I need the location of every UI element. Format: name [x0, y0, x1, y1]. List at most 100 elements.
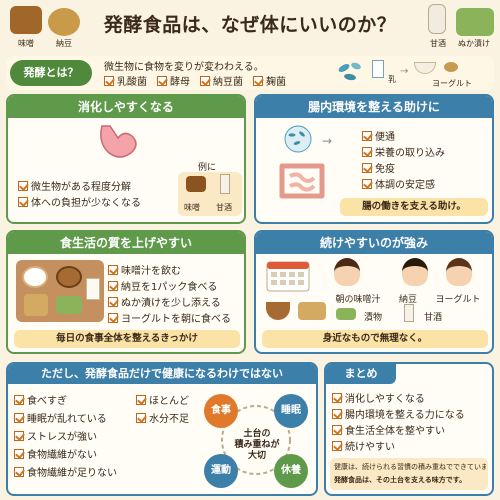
milk-label: 乳 — [388, 75, 396, 84]
check-icon — [14, 449, 24, 459]
check-icon — [108, 313, 118, 323]
panel-band: 腸の働きを支える助け。 — [340, 198, 488, 216]
panel-title: 続けやすいのが強み — [256, 232, 492, 254]
check-icon — [362, 131, 372, 141]
list-item: 続けやすい — [332, 438, 395, 453]
calendar-icon — [266, 261, 310, 292]
header-food-label: ぬか漬け — [458, 39, 490, 48]
natto-pack-icon — [298, 302, 326, 320]
soybean-icon — [444, 62, 458, 72]
header: 味噌 納豆 発酵食品は、なぜ体にいいのか？ 甘酒 ぬか漬け — [0, 0, 500, 52]
panel-band: 毎日の食事全体を整えるきっかけ — [14, 330, 240, 348]
list-item: 腸内環境を整える力になる — [332, 406, 465, 421]
cycle-node-rest: 休養 — [274, 454, 308, 488]
page-title: 発酵食品は、なぜ体にいいのか？ — [103, 14, 397, 36]
list-item: 食物繊維が足りない — [14, 464, 117, 479]
list-item: ストレスが強い — [14, 428, 97, 443]
habit-label: 納豆 — [398, 295, 417, 305]
header-food-label: 納豆 — [56, 39, 72, 48]
check-icon — [200, 76, 210, 86]
list-item: ぬか漬けを少し添える — [108, 294, 221, 309]
list-item: 睡眠が乱れている — [14, 410, 107, 425]
miso-soup-icon — [56, 266, 82, 288]
panel-title: ただし、発酵食品だけで健康になるわけではない — [8, 364, 316, 384]
check-icon — [332, 393, 342, 403]
intestine-icon — [279, 163, 325, 199]
check-icon — [253, 76, 263, 86]
cycle-node-diet: 食事 — [204, 394, 238, 428]
list-item: ほとんど — [136, 392, 189, 407]
check-icon — [332, 409, 342, 419]
list-item: 納豆を1パック食べる — [108, 278, 217, 293]
panel-band: 身近なもので無理なく。 — [262, 330, 488, 348]
panel-title: まとめ — [326, 364, 396, 384]
check-icon — [108, 297, 118, 307]
list-item: 免疫 — [362, 160, 395, 175]
habit-label: 漬物 — [363, 313, 382, 323]
stomach-icon — [100, 125, 137, 158]
list-item: 微生物がある程度分解 — [18, 178, 131, 193]
person-avatar — [446, 258, 472, 286]
fermentation-pill: 発酵とは？ — [10, 60, 92, 86]
miso-jar-icon — [10, 6, 42, 34]
check-item: 乳酸菌 — [104, 73, 147, 88]
natto-bowl-icon — [48, 8, 80, 36]
panel-title: 食生活の質を上げやすい — [8, 232, 244, 254]
list-item: 食べすぎ — [14, 392, 67, 407]
check-icon — [136, 395, 146, 405]
list-item: 食物繊維がない — [14, 446, 97, 461]
check-icon — [332, 441, 342, 451]
person-avatar — [402, 258, 428, 286]
list-item: 食生活全体を整やすい — [332, 422, 445, 437]
check-icon — [362, 163, 372, 173]
milk-carton-icon — [372, 60, 384, 78]
list-item: 味噌汁を飲む — [108, 262, 181, 277]
check-icon — [332, 425, 342, 435]
check-item: 麹菌 — [253, 73, 286, 88]
check-icon — [136, 413, 146, 423]
habit-label: 朝の味噌汁 — [335, 295, 381, 305]
amazake-bottle-icon — [428, 4, 446, 34]
amazake-bottle-icon — [404, 304, 414, 322]
panel-caution: ただし、発酵食品だけで健康になるわけではない — [6, 362, 318, 496]
panel-title: 腸内環境を整える助けに — [256, 96, 492, 118]
yogurt-label: ヨーグルト — [432, 79, 472, 88]
cycle-node-sleep: 睡眠 — [274, 394, 308, 428]
list-item: 体への負担が少なくなる — [18, 194, 141, 209]
list-item: 栄養の取り込み — [362, 144, 445, 159]
microbe-icon — [338, 62, 361, 81]
arrow-right-icon: → — [400, 66, 409, 77]
check-icon — [108, 265, 118, 275]
arrow-right-icon: → — [322, 134, 333, 148]
yogurt-cup-icon — [86, 278, 100, 300]
bacteria-cluster-icon — [284, 125, 312, 153]
cycle-center-text: 積み重ねが — [234, 440, 280, 450]
rice-bowl-icon — [22, 266, 48, 288]
list-item: 消化しやすくなる — [332, 390, 425, 405]
list-item: 体調の安定感 — [362, 176, 435, 191]
check-icon — [14, 431, 24, 441]
check-icon — [362, 179, 372, 189]
summary-note-box — [330, 458, 488, 490]
check-icon — [362, 147, 372, 157]
check-icon — [18, 197, 28, 207]
check-icon — [157, 76, 167, 86]
lifestyle-cycle-diagram — [221, 405, 291, 475]
cycle-node-exercise: 運動 — [204, 454, 238, 488]
panel-title: 消化しやすくなる — [8, 96, 244, 118]
header-food-label: 甘酒 — [430, 39, 446, 48]
list-item: ヨーグルトを朝に食べる — [108, 310, 231, 325]
miso-soup-icon — [266, 302, 290, 320]
summary-note: 発酵食品は、その土台を支える味方です。 — [334, 476, 467, 484]
pickles-icon — [336, 308, 356, 320]
amazake-bottle-icon — [220, 174, 230, 194]
header-food-label: 味噌 — [18, 39, 34, 48]
check-icon — [14, 413, 24, 423]
pickles-icon — [56, 296, 82, 314]
check-item: 酵母 — [157, 73, 190, 88]
definition-text: 微生物に食物を変りが変わわえる。 — [104, 62, 264, 73]
check-item: 納豆菌 — [200, 73, 243, 88]
list-item: 水分不足 — [136, 410, 189, 425]
check-icon — [14, 395, 24, 405]
person-avatar — [334, 258, 360, 286]
